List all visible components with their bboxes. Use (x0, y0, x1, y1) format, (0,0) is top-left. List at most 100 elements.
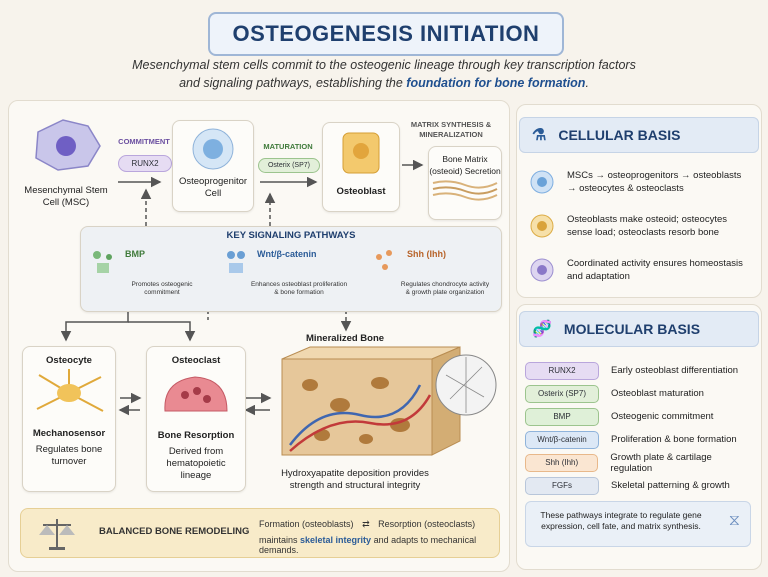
msc-cell-icon (35, 119, 101, 171)
bone-block: Mineralized Bone Hydroxyapatite depositi… (270, 333, 502, 493)
molecular-title: MOLECULAR BASIS (563, 321, 701, 337)
blue-cell-icon (530, 170, 554, 194)
shh-name: Shh (Ihh) (407, 249, 446, 259)
osteocyte-card: Osteocyte Mechanosensor Regulates bone t… (22, 346, 116, 492)
molecular-row: FGFs Skeletal patterning & growth (525, 474, 755, 497)
remodeling-title: BALANCED BONE REMODELING (99, 526, 250, 537)
main-panel (8, 100, 510, 572)
cellular-item-3: Coordinated activity ensures homeostasis… (529, 257, 753, 283)
osteocyte-desc: Regulates bone turnover (35, 444, 103, 467)
cellular-item-1: MSCs → osteoprogenitors → osteoblasts → … (529, 169, 753, 195)
molecular-pill: Wnt/β-catenin (525, 430, 599, 449)
cellular-item-3-text: Coordinated activity ensures homeostasis… (567, 258, 743, 282)
molecular-desc: Proliferation & bone formation (611, 434, 737, 445)
matrix-label: Bone Matrix (osteoid) Secretion (429, 154, 501, 176)
signaling-title: KEY SIGNALING PATHWAYS (226, 230, 356, 241)
msc-label: Mesenchymal Stem Cell (MSC) (24, 185, 108, 208)
osteoclast-desc: Derived from hematopoietic lineage (166, 446, 226, 481)
cellular-panel: ⚗ CELLULAR BASIS MSCs → osteoprogenitors… (516, 104, 762, 298)
resorption-text: Resorption (osteoclasts) (378, 519, 476, 529)
molecular-row: BMP Osteogenic commitment (525, 405, 755, 428)
exchange-icon: ⇄ (362, 519, 370, 529)
osteocyte-title: Osteocyte (46, 355, 92, 366)
bone-tissue-icon (281, 346, 497, 456)
molecular-pill: Osterix (SP7) (525, 384, 599, 403)
osteoclast-sub: Bone Resorption (157, 430, 235, 441)
maturation-label: MATURATION (263, 142, 313, 151)
cellular-item-2-text: Osteoblasts make osteoid; osteocytes sen… (567, 214, 727, 238)
formation-text: Formation (osteoblasts) (259, 519, 354, 529)
molecular-desc: Skeletal patterning & growth (611, 480, 730, 491)
dna-icon: 🧬 (532, 321, 552, 338)
collagen-fibers-icon (432, 180, 498, 201)
microscope-icon: ⚗ (532, 127, 547, 144)
cellular-title: CELLULAR BASIS (558, 127, 681, 143)
bone-desc: Hydroxyapatite deposition provides stren… (281, 468, 429, 491)
title-banner: OSTEOGENESIS INITIATION (208, 12, 564, 56)
remodeling-line2-a: maintains (259, 535, 301, 545)
shh-icon (376, 250, 392, 270)
bmp-desc: Promotes osteogenic commitment (131, 281, 193, 296)
msc-block: Mesenchymal Stem Cell (MSC) (18, 112, 114, 222)
molecular-pill: Shh (Ihh) (525, 453, 599, 472)
progenitor-label: Osteoprogenitor Cell (178, 176, 248, 199)
yellow-cell-icon (530, 214, 554, 238)
molecular-desc: Early osteoblast differentiation (611, 365, 739, 376)
osteocyte-sub: Mechanosensor (32, 428, 106, 439)
wnt-name: Wnt/β-catenin (257, 249, 317, 259)
subtitle-end: . (585, 76, 589, 90)
molecular-desc: Osteoblast maturation (611, 388, 704, 399)
remodeling-line2-emphasis: skeletal integrity (300, 535, 372, 545)
subtitle-line2: and signaling pathways, establishing the (179, 76, 407, 90)
osteoblast-cell-icon (342, 132, 380, 174)
molecular-pill: FGFs (525, 476, 599, 495)
dna-note-icon: ⧖ (728, 512, 740, 529)
bmp-icon (93, 251, 112, 273)
molecular-header: 🧬 MOLECULAR BASIS (519, 311, 759, 347)
remodeling-line2-c: and adapts to mechanical demands. (259, 535, 477, 555)
runx2-pill: RUNX2 (118, 155, 172, 172)
molecular-pill: RUNX2 (525, 361, 599, 380)
remodeling-line1: Formation (osteoblasts) ⇄ Resorption (os… (259, 519, 475, 530)
shh-desc: Regulates chondrocyte activity & growth … (400, 281, 490, 296)
wnt-icon (227, 251, 245, 273)
molecular-note: These pathways integrate to regulate gen… (540, 510, 702, 531)
subtitle-emphasis: foundation for bone formation (406, 76, 586, 90)
cellular-item-2: Osteoblasts make osteoid; osteocytes sen… (529, 213, 753, 239)
molecular-row: RUNX2 Early osteoblast differentiation (525, 359, 755, 382)
osteoblast-card: Osteoblast (322, 122, 400, 212)
molecular-desc: Osteogenic commitment (611, 411, 714, 422)
molecular-row: Osterix (SP7) Osteoblast maturation (525, 382, 755, 405)
wnt-desc: Enhances osteoblast proliferation & bone… (250, 281, 348, 296)
osteoblast-label: Osteoblast (336, 186, 386, 197)
subtitle-line1: Mesenchymal stem cells commit to the ost… (132, 58, 636, 72)
scale-icon (39, 519, 75, 550)
purple-cell-icon (530, 258, 554, 282)
arrow-to-osteoclast (128, 321, 196, 342)
matrix-head: MATRIX SYNTHESIS & MINERALIZATION (410, 120, 492, 139)
osterix-pill: Osterix (SP7) (258, 158, 320, 173)
osteoclast-title: Osteoclast (171, 355, 221, 366)
molecular-desc: Growth plate & cartilage regulation (610, 451, 712, 474)
osteoclast-icon (164, 376, 228, 412)
bmp-name: BMP (125, 249, 145, 259)
matrix-card: Bone Matrix (osteoid) Secretion (428, 146, 502, 220)
signaling-box: KEY SIGNALING PATHWAYS BMP Promotes oste… (80, 226, 502, 312)
subtitle: Mesenchymal stem cells commit to the ost… (60, 56, 708, 92)
molecular-row: Shh (Ihh) Growth plate & cartilage regula… (525, 451, 755, 474)
osteoclast-card: Osteoclast Bone Resorption Derived from … (146, 346, 246, 492)
page-title: OSTEOGENESIS INITIATION (232, 21, 540, 46)
cellular-header: ⚗ CELLULAR BASIS (519, 117, 759, 153)
molecular-pill: BMP (525, 407, 599, 426)
molecular-note-box: These pathways integrate to regulate gen… (525, 501, 751, 547)
arrow-to-osteocyte (60, 310, 129, 342)
osteocyte-icon (36, 369, 104, 412)
remodeling-line2: maintains skeletal integrity and adapts … (259, 535, 499, 555)
progenitor-cell-icon (192, 128, 234, 170)
cellular-item-1-text: MSCs → osteoprogenitors → osteoblasts → … (567, 170, 742, 194)
progenitor-card: Osteoprogenitor Cell (172, 120, 254, 212)
molecular-row: Wnt/β-catenin Proliferation & bone format… (525, 428, 755, 451)
commitment-label: COMMITMENT (118, 137, 170, 146)
molecular-panel: 🧬 MOLECULAR BASIS RUNX2 Early osteoblast … (516, 304, 762, 570)
